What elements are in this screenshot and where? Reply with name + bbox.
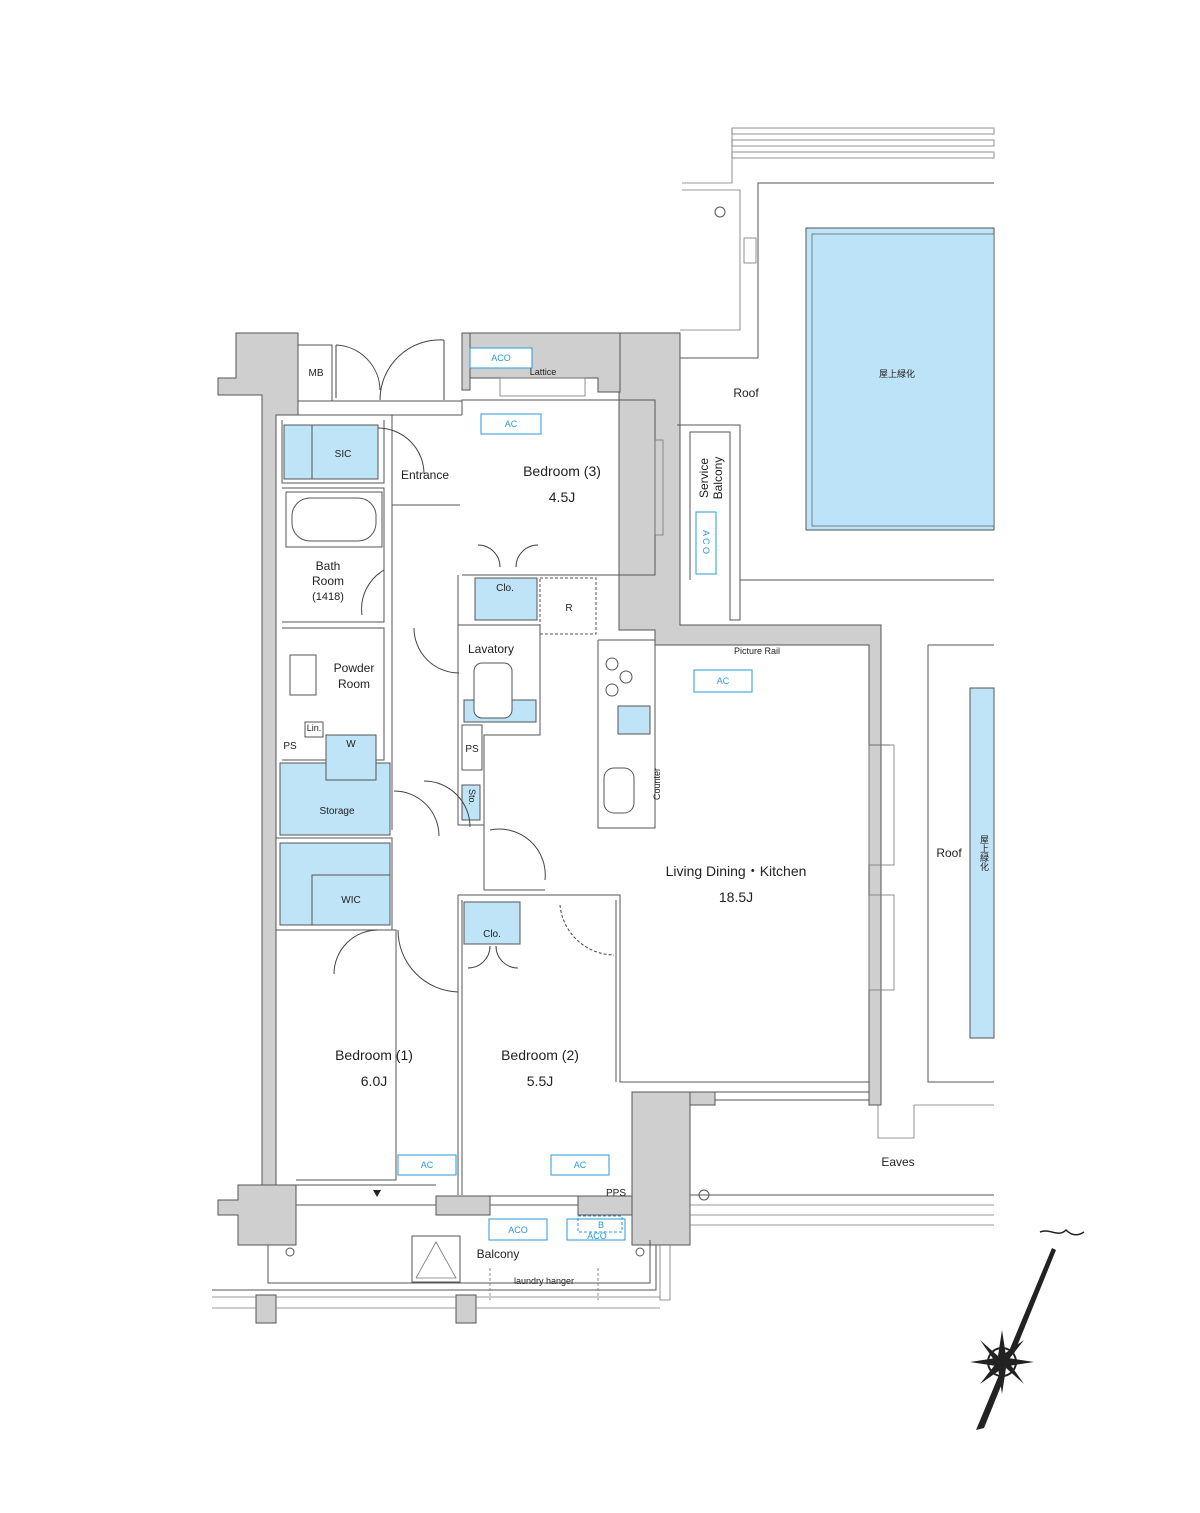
powder-label-2: Room <box>338 677 370 691</box>
equipment-boxes <box>397 347 753 1241</box>
greening-label-large: 屋上緑化 <box>879 368 915 379</box>
clo2-label: Clo. <box>483 929 501 940</box>
eaves-label: Eaves <box>881 1155 914 1169</box>
interior-walls <box>275 344 895 1206</box>
roof-structure <box>680 127 995 359</box>
storage-label: Storage <box>319 806 354 817</box>
bedroom2-name: Bedroom (2) <box>501 1047 579 1063</box>
sic-label: SIC <box>335 449 352 460</box>
compass-icon <box>970 1228 1085 1430</box>
entrance-label: Entrance <box>401 468 449 482</box>
ldk-size: 18.5J <box>719 889 753 905</box>
ldk-name: Living Dining・Kitchen <box>666 863 807 879</box>
aco-label-balcony-b: ACO <box>587 1231 607 1241</box>
bedroom3-name: Bedroom (3) <box>523 463 601 479</box>
ac-label-ldk: AC <box>717 676 730 686</box>
lattice-label: Lattice <box>530 367 557 377</box>
clo3 <box>474 577 538 621</box>
b-label: B <box>598 1220 604 1230</box>
ps-label-left: PS <box>283 741 297 752</box>
bedroom1-size: 6.0J <box>361 1073 387 1089</box>
w-label: W <box>346 739 356 750</box>
service-balcony <box>677 424 741 621</box>
ac-label-bedroom1: AC <box>421 1160 434 1170</box>
wic-label: WIC <box>341 895 360 906</box>
bath-label-3: (1418) <box>312 591 344 603</box>
fixtures <box>279 424 651 945</box>
bedroom2-size: 5.5J <box>527 1073 553 1089</box>
powder-label-1: Powder <box>334 661 375 675</box>
aco-label-balcony: ACO <box>508 1225 528 1235</box>
balcony-label: Balcony <box>477 1247 520 1261</box>
aco-label-top: ACO <box>491 353 511 363</box>
lavatory-label: Lavatory <box>468 642 514 656</box>
bedroom3-size: 4.5J <box>549 489 575 505</box>
bath-label-1: Bath <box>316 559 341 573</box>
counter-label: Counter <box>652 768 662 800</box>
clo3-label: Clo. <box>496 583 514 594</box>
pps-label: PPS <box>606 1188 626 1199</box>
roof-label-top: Roof <box>733 386 759 400</box>
ps-label-center: PS <box>465 744 479 755</box>
sto-label: Sto. <box>467 789 477 805</box>
ac-label-bedroom3: AC <box>505 419 518 429</box>
laundry-hanger-label: laundry hanger <box>514 1276 574 1286</box>
bedroom1-name: Bedroom (1) <box>335 1047 413 1063</box>
bath-label-2: Room <box>312 574 344 588</box>
greening-label-right: 屋上緑化 <box>979 835 989 872</box>
labels: Bedroom (3) 4.5J Bedroom (1) 6.0J Bedroo… <box>283 353 989 1286</box>
doors <box>333 339 615 993</box>
roof-label-right: Roof <box>936 846 962 860</box>
ac-label-bedroom2: AC <box>574 1160 587 1170</box>
balcony <box>212 1189 994 1309</box>
clo2 <box>463 901 521 945</box>
roof-lines-right <box>740 579 995 1139</box>
aco-label-service: A C O <box>701 530 711 554</box>
service-balcony-label-2: Balcony <box>711 457 725 500</box>
picture-rail-label: Picture Rail <box>734 646 780 656</box>
r-label: R <box>565 603 572 614</box>
service-balcony-label-1: Service <box>697 458 711 498</box>
lin-label: Lin. <box>307 723 322 733</box>
mb-label: MB <box>309 368 324 379</box>
